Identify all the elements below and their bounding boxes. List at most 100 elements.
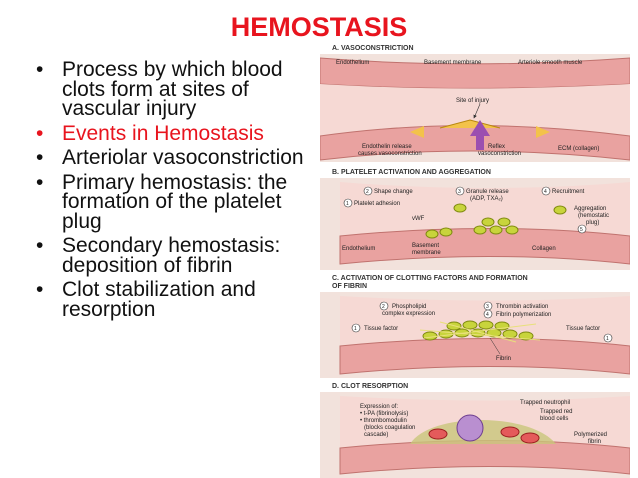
label-aggregation-1: Aggregation — [574, 206, 606, 212]
panel-c-heading-2: OF FIBRIN — [332, 283, 367, 290]
neutrophil-icon — [456, 414, 484, 442]
vessel-lumen — [320, 84, 630, 136]
panel-a-vasoconstriction: A. VASOCONSTRICTION Endothelium Basement… — [320, 45, 630, 162]
label-aggregation-3: plug) — [586, 220, 599, 226]
label-polymerized-2: fibrin — [588, 439, 601, 445]
label-recruitment: Recruitment — [552, 189, 585, 195]
ecm-arrow-icon — [536, 126, 550, 138]
step-marker: 1 — [351, 323, 361, 333]
label-rbc-1: Trapped red — [540, 409, 572, 415]
label-basement-b2: membrane — [412, 250, 441, 256]
label-expression: Expression of: — [360, 404, 398, 410]
wall-b — [339, 228, 630, 265]
reflex-arrow-icon — [470, 120, 490, 150]
label-granule-1: Granule release — [466, 189, 509, 195]
label-endothelin-2: causes vasoconstriction — [358, 151, 422, 157]
bullet-text: Arteriolar vasoconstriction — [62, 146, 304, 169]
label-blocks-2: cascade) — [364, 432, 388, 438]
label-endothelin-1: Endothelin release — [362, 144, 412, 150]
bullet-text: Process by which blood clots form at sit… — [62, 58, 283, 120]
svg-text:4: 4 — [544, 189, 547, 195]
red-blood-cell-icon — [428, 428, 448, 440]
panel-d-clot-resorption: D. CLOT RESORPTION Expression of: • t-PA… — [320, 383, 630, 478]
platelet — [481, 217, 495, 227]
label-tissue-factor-left: Tissue factor — [364, 326, 398, 332]
panel-c-heading-1: C. ACTIVATION OF CLOTTING FACTORS AND FO… — [332, 275, 528, 282]
label-aggregation-2: (hemostatic — [578, 213, 609, 219]
label-smooth-muscle: Arteriole smooth muscle — [518, 60, 583, 66]
label-thrombin: Thrombin activation — [496, 304, 548, 310]
bullet-glyph: • — [36, 278, 44, 301]
svg-text:5: 5 — [580, 227, 583, 233]
hemostasis-figure: A. VASOCONSTRICTION Endothelium Basement… — [320, 45, 630, 478]
label-thrombomodulin: • thrombomodulin — [360, 418, 407, 424]
svg-text:2: 2 — [382, 304, 385, 310]
panel-a-heading: A. VASOCONSTRICTION — [332, 45, 414, 52]
step-marker: 4 — [483, 309, 493, 319]
label-shape-change: Shape change — [374, 189, 413, 195]
platelet — [505, 225, 519, 235]
platelet — [425, 229, 439, 239]
step-marker: 1 — [343, 198, 353, 208]
bullet-text: Clot stabilization and resorption — [62, 278, 256, 321]
bullet-glyph: • — [36, 234, 44, 257]
bullet-text: Primary hemostasis: the formation of the… — [62, 170, 288, 233]
label-phospholipid-2: complex expression — [382, 311, 435, 317]
label-endothelium: Endothelium — [336, 60, 369, 66]
clot-mass — [410, 420, 556, 444]
label-rbc-2: blood cells — [540, 416, 568, 422]
bullet-list: • Process by which blood clots form at si… — [36, 58, 316, 324]
label-vwf: vWF — [412, 216, 425, 222]
lumen-b — [340, 182, 630, 236]
bullet-glyph: • — [36, 170, 44, 194]
svg-text:4: 4 — [486, 312, 489, 318]
label-granule-2: (ADP, TXA₂) — [470, 196, 503, 202]
label-site-of-injury: Site of injury — [456, 98, 489, 104]
bullet-item: • Primary hemostasis: the formation of th… — [36, 170, 316, 233]
platelet — [453, 203, 467, 213]
label-tissue-factor-right: Tissue factor — [566, 326, 600, 332]
platelet — [439, 227, 453, 237]
panel-c-clotting-factors: C. ACTIVATION OF CLOTTING FACTORS AND FO… — [320, 275, 630, 378]
label-collagen: Collagen — [532, 246, 556, 252]
label-reflex-1: Reflex — [488, 144, 505, 150]
label-platelet-adhesion: Platelet adhesion — [354, 201, 400, 207]
label-fibrin: Fibrin — [496, 356, 511, 362]
platelet — [553, 205, 567, 215]
bullet-glyph: • — [36, 146, 44, 169]
label-tpa: • t-PA (fibrinolysis) — [360, 411, 408, 417]
red-blood-cell-icon — [500, 426, 520, 438]
svg-text:1: 1 — [354, 326, 357, 332]
bullet-item: • Process by which blood clots form at si… — [36, 58, 316, 120]
step-marker: 4 — [541, 186, 551, 196]
label-ecm: ECM (collagen) — [558, 146, 599, 152]
step-marker: 3 — [483, 301, 493, 311]
injury-site-shape — [439, 119, 501, 129]
svg-text:1: 1 — [606, 336, 609, 342]
vessel-wall-bottom — [320, 125, 630, 161]
slide-title: HEMOSTASIS — [230, 12, 408, 42]
label-basement-b1: Basement — [412, 243, 439, 249]
label-reflex-2: vasoconstriction — [478, 151, 521, 157]
step-marker: 3 — [455, 186, 465, 196]
bullet-item: •Secondary hemostasis: deposition of fib… — [36, 234, 316, 275]
svg-text:3: 3 — [458, 189, 461, 195]
bullet-text: Events in Hemostasis — [62, 121, 264, 145]
platelet — [497, 217, 511, 227]
step-marker: 1 — [603, 333, 613, 343]
label-phospholipid-1: Phospholipid — [392, 304, 426, 310]
label-endothelium-b: Endothelium — [342, 246, 375, 252]
bullet-item-highlighted: • Events in Hemostasis — [36, 121, 316, 145]
svg-text:3: 3 — [486, 304, 489, 310]
bullet-glyph: • — [36, 58, 44, 81]
label-fibrin-polymerization: Fibrin polymerization — [496, 312, 551, 318]
fibrin-mesh — [419, 320, 541, 343]
bullet-item: • Arteriolar vasoconstriction — [36, 146, 316, 169]
bullet-glyph: • — [36, 121, 44, 145]
panel-d-heading: D. CLOT RESORPTION — [332, 383, 408, 390]
fibrin-pointer — [489, 337, 501, 355]
label-basement-membrane: Basement membrane — [424, 60, 482, 66]
label-polymerized-1: Polymerized — [574, 432, 607, 438]
platelet — [473, 225, 487, 235]
svg-text:2: 2 — [366, 189, 369, 195]
